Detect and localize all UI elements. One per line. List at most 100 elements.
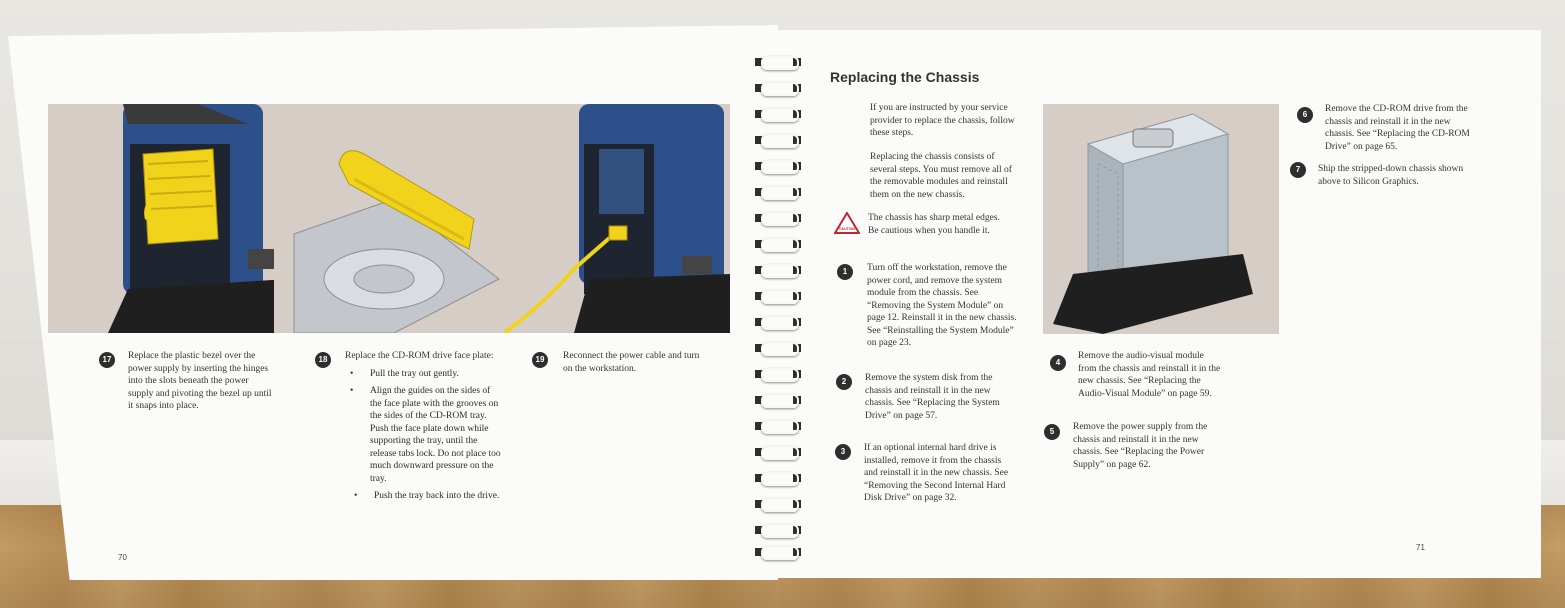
- step-18-bullet-1: Pull the tray out gently.: [350, 368, 540, 381]
- bullet-line: release tabs lock. Do not place too: [370, 448, 501, 459]
- step-3-line: Disk Drive” on page 32.: [864, 493, 957, 503]
- bullet-line: Push the tray back into the drive.: [374, 491, 500, 501]
- binding-loop: [755, 185, 801, 200]
- binding-loop: [755, 263, 801, 278]
- bullet-line: supporting the tray, until the: [370, 436, 478, 446]
- bullet-line: much downward pressure on the: [370, 461, 494, 471]
- step-badge-3: 3: [835, 444, 851, 460]
- step-4-line: Audio-Visual Module” on page 59.: [1078, 388, 1212, 399]
- binding-loop: [755, 497, 801, 512]
- step-3-line: and reinstall it in the new chassis. See: [864, 468, 1009, 478]
- intro-line: If you are instructed by your service: [870, 103, 1008, 113]
- step-badge-7: 7: [1290, 162, 1306, 178]
- photo-stripped-chassis: [1043, 104, 1279, 334]
- bullet-line: Push the face plate down while: [370, 423, 489, 434]
- bullet-line: the face plate with the grooves on: [370, 398, 499, 409]
- step-19-line: Reconnect the power cable and turn: [563, 351, 700, 361]
- binding-loop: [755, 107, 801, 122]
- binding-loop: [755, 445, 801, 460]
- step-7-text: Ship the stripped-down chassis shown abo…: [1318, 163, 1528, 188]
- step-19-line: on the workstation.: [563, 363, 637, 374]
- step-18-bullet-3: Push the tray back into the drive.: [354, 490, 544, 503]
- step-17-text: Replace the plastic bezel over the power…: [128, 350, 318, 413]
- intro-line: the removable modules and reinstall: [870, 177, 1008, 187]
- bullet-line: tray.: [370, 473, 387, 484]
- step-3-text: If an optional internal hard drive is in…: [864, 442, 1064, 505]
- step-3-line: “Removing the Second Internal Hard: [864, 480, 1006, 491]
- step-2-text: Remove the system disk from the chassis …: [865, 372, 1065, 422]
- caution-line: Be cautious when you handle it.: [868, 225, 990, 236]
- left-page: 17 Replace the plastic bezel over the po…: [8, 25, 778, 580]
- page-number-left: 70: [118, 553, 127, 562]
- step-badge-17: 17: [99, 352, 115, 368]
- step-1-line: Turn off the workstation, remove the: [867, 263, 1007, 273]
- step-1-text: Turn off the workstation, remove the pow…: [867, 262, 1067, 350]
- binding-loop: [755, 393, 801, 408]
- step-6-line: chassis and reinstall it in the new: [1325, 116, 1451, 127]
- photo-power-cable: [504, 104, 730, 333]
- step-6-line: Drive” on page 65.: [1325, 141, 1398, 152]
- binding-loop: [755, 367, 801, 382]
- step-17-line: into the slots beneath the power: [128, 376, 249, 386]
- step-5-line: Supply” on page 62.: [1073, 459, 1151, 470]
- binding-loop: [755, 523, 801, 538]
- step-1-line: “Removing the System Module” on: [867, 300, 1004, 311]
- step-badge-1: 1: [837, 264, 853, 280]
- step-2-line: chassis and reinstall it in the new: [865, 385, 991, 396]
- step-2-line: Drive” on page 57.: [865, 410, 938, 421]
- step-1-line: page 12. Reinstall it in the new chassis…: [867, 313, 1017, 323]
- step-5-text: Remove the power supply from the chassis…: [1073, 421, 1273, 471]
- intro-line: these steps.: [870, 128, 914, 138]
- binding-loop: [755, 133, 801, 148]
- photo-bezel-replacement: [48, 104, 291, 333]
- bullet-line: Align the guides on the sides of: [370, 386, 491, 396]
- step-badge-2: 2: [836, 374, 852, 390]
- intro-paragraph-1: If you are instructed by your service pr…: [870, 102, 1060, 140]
- section-heading: Replacing the Chassis: [830, 69, 980, 85]
- step-badge-18: 18: [315, 352, 331, 368]
- step-18-text: Replace the CD-ROM drive face plate:: [345, 350, 545, 363]
- photo-cdrom-faceplate: [274, 104, 510, 333]
- binding-loop: [755, 341, 801, 356]
- step-6-line: chassis. See “Replacing the CD-ROM: [1325, 129, 1470, 139]
- step-17-line: supply and pivoting the bezel up until: [128, 388, 272, 399]
- step-2-line: Remove the system disk from the: [865, 373, 993, 383]
- page-number-right: 71: [1416, 543, 1425, 552]
- binding-loop: [755, 545, 801, 560]
- step-6-line: Remove the CD-ROM drive from the: [1325, 104, 1468, 114]
- step-4-line: from the chassis and reinstall it in the: [1078, 363, 1221, 374]
- intro-paragraph-2: Replacing the chassis consists of severa…: [870, 151, 1060, 201]
- binding-loop: [755, 159, 801, 174]
- step-6-text: Remove the CD-ROM drive from the chassis…: [1325, 103, 1535, 153]
- step-7-line: above to Silicon Graphics.: [1318, 176, 1419, 187]
- binding-loop: [755, 211, 801, 226]
- binding-loop: [755, 55, 801, 70]
- step-5-line: chassis. See “Replacing the Power: [1073, 447, 1205, 457]
- binding-loop: [755, 315, 801, 330]
- step-1-line: power cord, and remove the system: [867, 275, 1003, 286]
- binding-loop: [755, 289, 801, 304]
- intro-line: provider to replace the chassis, follow: [870, 115, 1015, 126]
- right-page: If you are instructed by your service pr…: [778, 30, 1541, 578]
- spiral-binding: [755, 50, 803, 560]
- step-3-line: If an optional internal hard drive is: [864, 443, 997, 453]
- step-2-line: chassis. See “Replacing the System: [865, 398, 1000, 408]
- binding-loop: [755, 237, 801, 252]
- caution-icon: CAUTION: [833, 211, 861, 234]
- intro-line: them on the new chassis.: [870, 189, 965, 200]
- step-badge-5: 5: [1044, 424, 1060, 440]
- binding-loop: [755, 419, 801, 434]
- step-badge-19: 19: [532, 352, 548, 368]
- bullet-line: the sides of the CD-ROM tray.: [370, 411, 487, 421]
- intro-line: Replacing the chassis consists of: [870, 152, 995, 162]
- step-badge-6: 6: [1297, 107, 1313, 123]
- binding-loop: [755, 81, 801, 96]
- caution-icon-label: CAUTION: [839, 227, 855, 231]
- step-17-line: Replace the plastic bezel over the: [128, 351, 256, 361]
- binding-loop: [755, 471, 801, 486]
- step-5-line: Remove the power supply from the: [1073, 422, 1208, 432]
- intro-line: several steps. You must remove all of: [870, 164, 1012, 175]
- step-18-line: Replace the CD-ROM drive face plate:: [345, 351, 494, 361]
- step-4-line: Remove the audio-visual module: [1078, 351, 1204, 361]
- caution-text: The chassis has sharp metal edges. Be ca…: [868, 212, 1058, 237]
